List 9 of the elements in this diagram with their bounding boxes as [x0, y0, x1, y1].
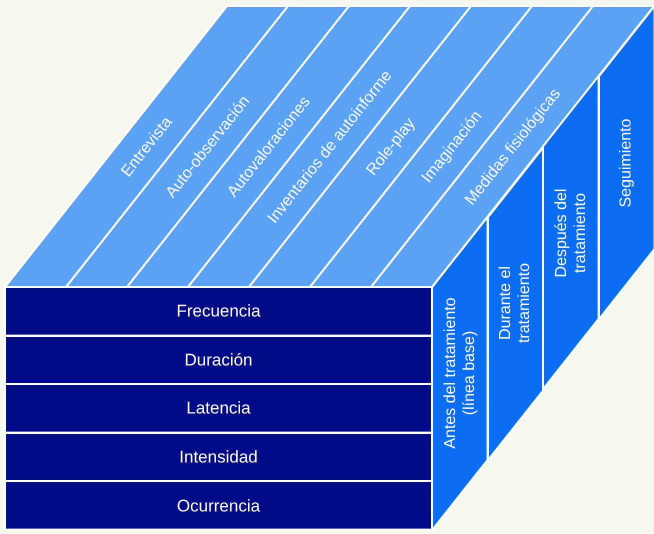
- measure-label: Latencia: [186, 398, 251, 418]
- phase-label: Seguimiento: [616, 117, 636, 210]
- measure-label: Ocurrencia: [176, 496, 260, 516]
- measure-label: Duración: [184, 350, 253, 370]
- measure-label: Frecuencia: [176, 302, 261, 321]
- phase-label: Después del tratamiento: [552, 187, 590, 280]
- phase-label: Durante el tratamiento: [496, 262, 534, 346]
- phase-label: Antes del tratamiento (línea base): [440, 296, 479, 451]
- measure-label: Intensidad: [179, 448, 258, 467]
